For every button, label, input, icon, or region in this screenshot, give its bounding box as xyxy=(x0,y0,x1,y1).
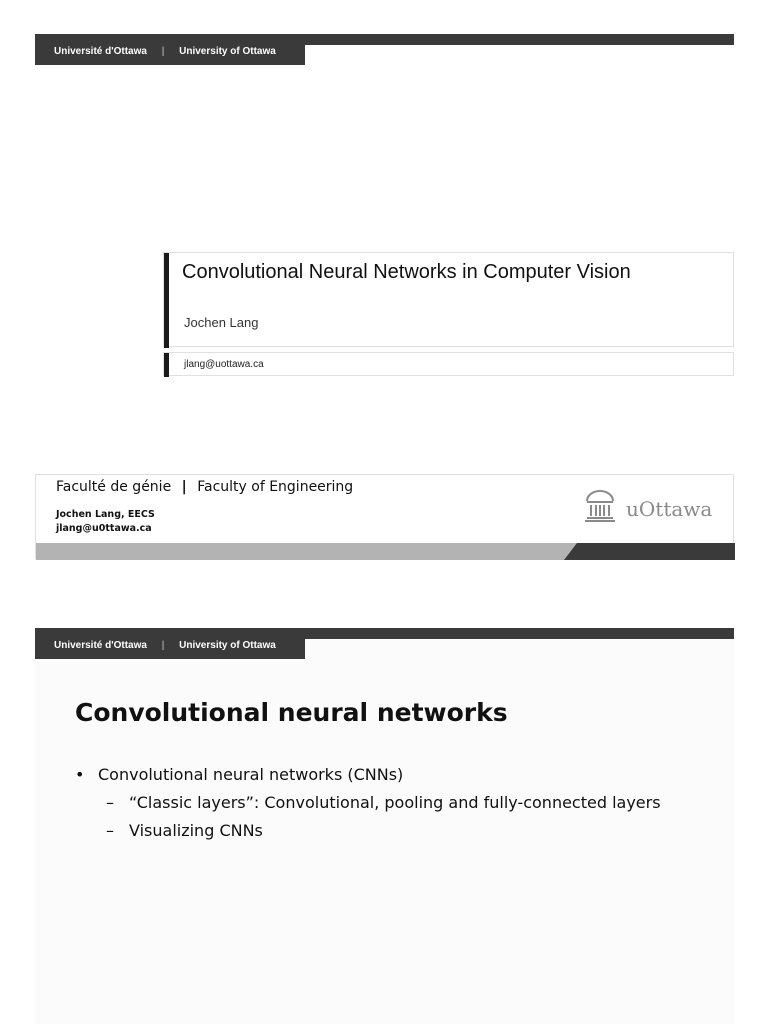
list-item: • Convolutional neural networks (CNNs) xyxy=(75,764,715,786)
header-strip xyxy=(35,628,734,639)
sub-list-item: – “Classic layers”: Convolutional, pooli… xyxy=(75,792,715,814)
email-box: jlang@uottawa.ca xyxy=(163,352,734,377)
university-name-fr: Université d'Ottawa xyxy=(54,640,147,651)
header-bar: Université d'Ottawa | University of Otta… xyxy=(35,34,734,65)
footer-band xyxy=(36,543,735,560)
contact-name: Jochen Lang, EECS xyxy=(56,509,155,520)
faculty-name-en: Faculty of Engineering xyxy=(197,479,354,495)
logo-wordmark: uOttawa xyxy=(626,497,713,521)
content-slide: Université d'Ottawa | University of Otta… xyxy=(35,628,734,1024)
title-slide: Université d'Ottawa | University of Otta… xyxy=(35,34,735,560)
bullet-marker: • xyxy=(75,765,85,784)
uottawa-logo: uOttawa xyxy=(584,489,724,525)
university-name-fr: Université d'Ottawa xyxy=(54,46,147,57)
bullet-list: • Convolutional neural networks (CNNs) –… xyxy=(75,764,715,842)
university-name-en: University of Ottawa xyxy=(179,640,276,651)
header-separator: | xyxy=(161,640,165,651)
building-columns-icon xyxy=(585,490,615,522)
faculty-name-fr: Faculté de génie xyxy=(56,479,172,495)
slide-footer: Faculté de génie | Faculty of Engineerin… xyxy=(35,474,735,560)
title-accent-bar xyxy=(164,253,169,348)
sub-list-item: – Visualizing CNNs xyxy=(75,820,715,842)
sub-bullet-text: Visualizing CNNs xyxy=(129,821,263,840)
header-tab xyxy=(35,34,305,65)
header-tab xyxy=(35,628,305,659)
dash-marker: – xyxy=(106,793,114,812)
contact-email: jlang@u0ttawa.ca xyxy=(56,523,152,534)
title-box: Convolutional Neural Networks in Compute… xyxy=(163,252,734,348)
header-strip xyxy=(35,34,734,45)
dash-marker: – xyxy=(106,821,114,840)
sub-bullet-text: “Classic layers”: Convolutional, pooling… xyxy=(129,793,661,812)
bullet-text: Convolutional neural networks (CNNs) xyxy=(98,765,404,784)
university-name-en: University of Ottawa xyxy=(179,46,276,57)
faculty-name: Faculté de génie | Faculty of Engineerin… xyxy=(56,479,353,495)
header-bar: Université d'Ottawa | University of Otta… xyxy=(35,628,734,659)
faculty-separator: | xyxy=(181,479,187,495)
author-email: jlang@uottawa.ca xyxy=(184,359,264,370)
email-accent-bar xyxy=(164,353,169,377)
university-name: Université d'Ottawa | University of Otta… xyxy=(54,46,276,57)
presentation-author: Jochen Lang xyxy=(184,315,259,330)
presentation-title: Convolutional Neural Networks in Compute… xyxy=(182,261,631,283)
slide-heading: Convolutional neural networks xyxy=(75,698,508,727)
university-name: Université d'Ottawa | University of Otta… xyxy=(54,640,276,651)
header-separator: | xyxy=(161,46,165,57)
